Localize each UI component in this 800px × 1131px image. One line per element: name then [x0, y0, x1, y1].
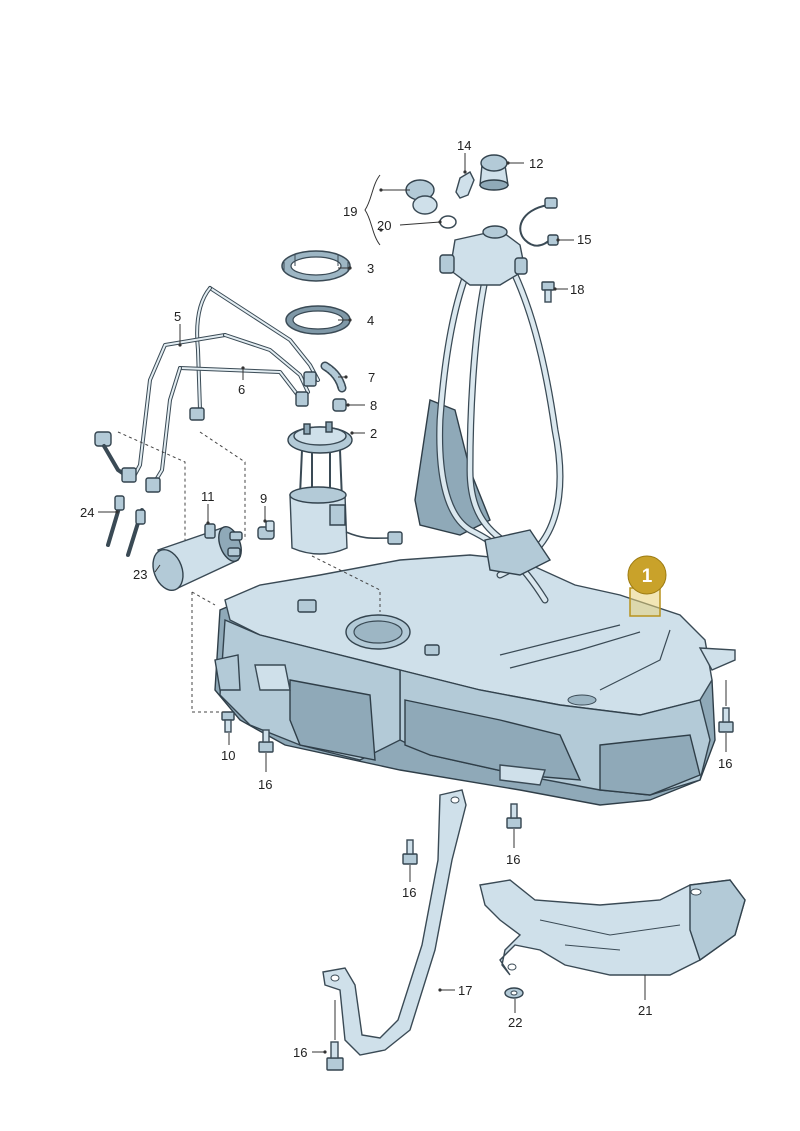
- label-16-c: 16: [506, 852, 520, 867]
- bolt-16-b: [718, 707, 734, 733]
- callout-1-text: 1: [642, 566, 653, 587]
- label-2: 2: [370, 426, 377, 441]
- fuel-lines: [94, 286, 320, 493]
- seal-ring: [285, 305, 351, 335]
- label-16-b: 16: [718, 756, 732, 771]
- bolt-16-d: [402, 839, 418, 865]
- tank-strap: [322, 789, 467, 1056]
- nut-22: [504, 987, 524, 999]
- connectors-24: [106, 495, 146, 557]
- label-5: 5: [174, 309, 181, 324]
- callout-labels: 12 14 15 18 19 20 3 4 7 8 2 5 6 9 11 24 …: [80, 138, 732, 1060]
- label-3: 3: [367, 261, 374, 276]
- label-7: 7: [368, 370, 375, 385]
- bolt-16-c: [506, 803, 522, 829]
- label-21: 21: [638, 1003, 652, 1018]
- leader-lines: [98, 153, 727, 1054]
- label-22: 22: [508, 1015, 522, 1030]
- bolt-10: [221, 711, 235, 733]
- label-23: 23: [133, 567, 147, 582]
- highlight-marker-1[interactable]: 1: [627, 555, 667, 617]
- bolt-16-a: [258, 729, 274, 753]
- fuel-pump-module: [289, 449, 403, 555]
- label-10: 10: [221, 748, 235, 763]
- label-8: 8: [370, 398, 377, 413]
- label-18: 18: [570, 282, 584, 297]
- clamp-8: [332, 398, 347, 412]
- fuel-pump-flange: [287, 421, 353, 454]
- filler-neck: [414, 225, 564, 604]
- breather-valve: [455, 171, 475, 199]
- bolt-16-e: [326, 1041, 344, 1071]
- label-17: 17: [458, 983, 472, 998]
- label-12: 12: [529, 156, 543, 171]
- label-19: 19: [343, 204, 357, 219]
- hose-7: [320, 361, 347, 393]
- sensor-wire: [519, 197, 559, 247]
- fuel-tank: [214, 554, 736, 806]
- label-16-e: 16: [293, 1045, 307, 1060]
- bolt-18: [541, 281, 555, 303]
- label-6: 6: [238, 382, 245, 397]
- label-4: 4: [367, 313, 374, 328]
- label-16-d: 16: [402, 885, 416, 900]
- locking-ring: [281, 250, 351, 282]
- label-14: 14: [457, 138, 471, 153]
- label-11: 11: [201, 489, 215, 504]
- fuel-cap: [479, 154, 509, 191]
- label-24: 24: [80, 505, 94, 520]
- fitting-9: [257, 520, 275, 540]
- fuel-filter: [152, 523, 243, 592]
- heat-shield: [479, 879, 746, 976]
- label-15: 15: [577, 232, 591, 247]
- label-16-a: 16: [258, 777, 272, 792]
- filler-cap-20: [405, 179, 457, 229]
- label-9: 9: [260, 491, 267, 506]
- label-20: 20: [377, 218, 391, 233]
